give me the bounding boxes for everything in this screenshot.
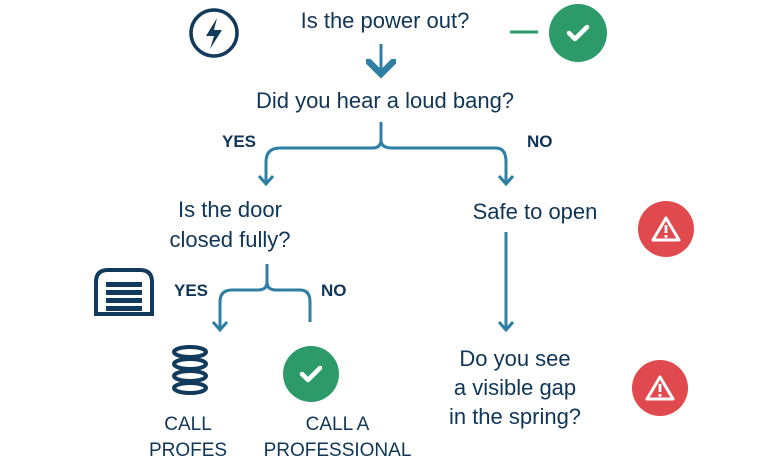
outcome-call-professional: CALL A PROFESSIONAL: [263, 414, 412, 461]
spring-icon: [166, 344, 214, 400]
check-circle-icon: [283, 346, 339, 402]
question-loud-bang: Did you hear a loud bang?: [255, 88, 515, 113]
question-door-closed: Is the door closed fully?: [169, 197, 291, 252]
node-safe-to-open: Safe to open: [472, 199, 598, 224]
warning-icon: [632, 360, 688, 416]
label-bang-no: NO: [527, 132, 553, 151]
label-bang-yes: YES: [222, 132, 257, 151]
check-circle-icon: [549, 4, 607, 62]
outcome-call-profes: CALL PROFES: [148, 414, 228, 461]
lightning-icon: [188, 7, 240, 59]
label-door-yes: YES: [174, 281, 209, 300]
branch-bang: [264, 122, 508, 182]
warning-icon: [638, 201, 694, 257]
question-visible-gap: Do you see a visible gap in the spring?: [448, 346, 582, 429]
garage-door-icon: [92, 266, 156, 318]
question-power-out: Is the power out?: [300, 8, 470, 33]
branch-door: [218, 264, 312, 328]
label-door-no: NO: [321, 281, 347, 300]
